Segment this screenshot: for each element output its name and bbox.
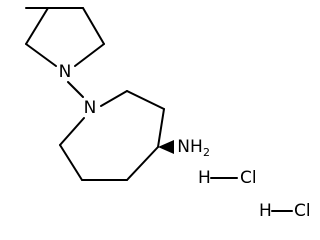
- bond-top-ring-6: [25, 7, 49, 45]
- wedge-bond-amine: [158, 140, 174, 154]
- top-piperidine-ring: [25, 7, 105, 67]
- bond-top-ring-5: [25, 43, 57, 67]
- bond-bottom-ring-1: [100, 90, 128, 107]
- hcl-salt-1: H Cl: [198, 168, 257, 188]
- bond-top-ring-4: [74, 43, 105, 67]
- bond-bottom-ring-6: [59, 144, 83, 181]
- hcl-salt-2: H Cl: [259, 201, 311, 219]
- atom-amine-subscript: 2: [203, 146, 210, 159]
- bond-bottom-ring-7: [59, 117, 85, 146]
- atom-n-top: N: [59, 62, 72, 82]
- salt-1-cl: Cl: [240, 168, 257, 188]
- salt-1-h: H: [198, 168, 211, 188]
- bond-bottom-ring-4: [126, 146, 159, 181]
- salt-2-h: H: [259, 201, 272, 219]
- bond-bottom-ring-2: [126, 90, 165, 110]
- atom-n-bottom: N: [84, 98, 97, 118]
- bottom-piperidine-ring: [59, 90, 165, 181]
- bond-bottom-ring-3: [157, 108, 165, 148]
- bond-top-ring-3: [82, 7, 105, 45]
- bond-n-n: [67, 81, 84, 98]
- salt-2-cl: Cl: [294, 201, 311, 219]
- molecule-structure: N N NH 2 H Cl H Cl: [25, 7, 311, 219]
- atom-amine: NH: [177, 137, 203, 157]
- amine-group: NH 2: [177, 137, 210, 159]
